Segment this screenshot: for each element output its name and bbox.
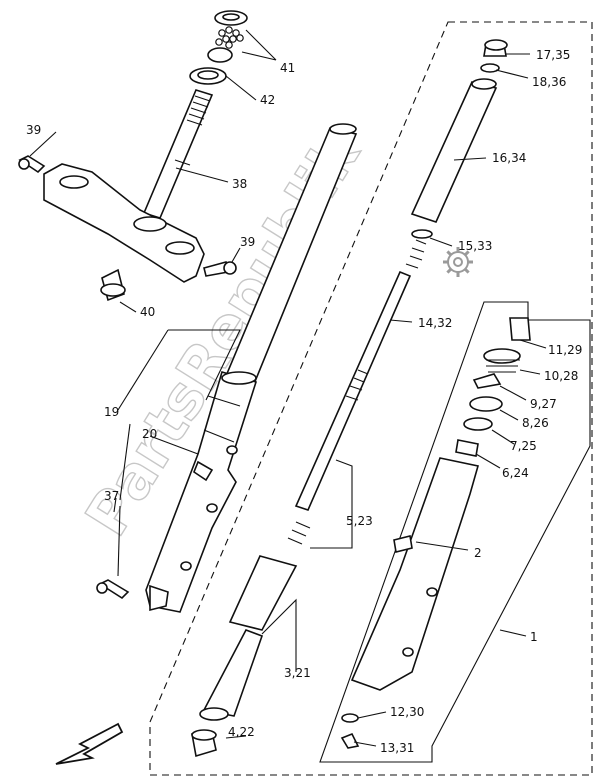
label-11: 11,29 <box>548 343 582 357</box>
label-17: 17,35 <box>536 48 570 62</box>
label-4: 4,22 <box>228 725 255 739</box>
label-13: 13,31 <box>380 741 414 755</box>
label-20: 20 <box>142 427 157 441</box>
label-9: 9,27 <box>530 397 557 411</box>
label-10: 10,28 <box>544 369 578 383</box>
label-14: 14,32 <box>418 316 452 330</box>
label-3: 3,21 <box>284 666 311 680</box>
label-15: 15,33 <box>458 239 492 253</box>
label-16: 16,34 <box>492 151 526 165</box>
label-8: 8,26 <box>522 416 549 430</box>
callout-labels: 1 2 3,21 4,22 5,23 6,24 7,25 8,26 9,27 1… <box>26 48 582 755</box>
group-frame-inner <box>319 301 591 763</box>
steering-bearing-parts <box>189 10 248 85</box>
label-12: 12,30 <box>390 705 424 719</box>
label-40: 40 <box>140 305 155 319</box>
gear-icon <box>443 247 473 277</box>
label-19: 19 <box>104 405 119 419</box>
label-6: 6,24 <box>502 466 529 480</box>
arrow-down-left-icon <box>55 722 124 765</box>
group-frame-outer <box>149 21 593 776</box>
label-5: 5,23 <box>346 514 373 528</box>
bolt-bottom <box>98 579 130 600</box>
fork-right-parts <box>191 39 531 758</box>
label-7: 7,25 <box>510 439 537 453</box>
label-39-right: 39 <box>240 235 255 249</box>
steering-stem <box>142 89 214 219</box>
leader-lines <box>29 29 547 747</box>
label-42: 42 <box>260 93 275 107</box>
label-1: 1 <box>530 630 538 644</box>
label-41: 41 <box>280 61 295 75</box>
label-38: 38 <box>232 177 247 191</box>
label-2: 2 <box>474 546 482 560</box>
fork-left <box>145 123 358 613</box>
under-bracket <box>43 163 205 283</box>
label-18: 18,36 <box>532 75 566 89</box>
label-37: 37 <box>104 489 119 503</box>
label-39-left: 39 <box>26 123 41 137</box>
